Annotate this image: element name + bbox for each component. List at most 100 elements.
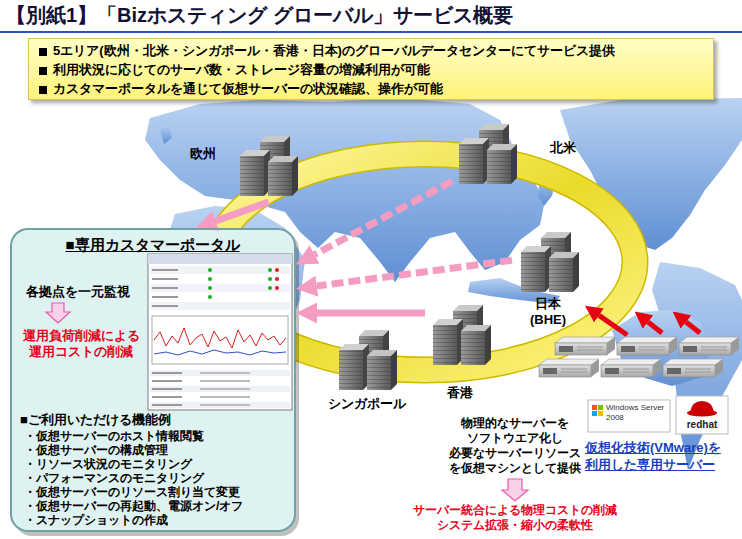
node-text: 香港 bbox=[425, 385, 495, 401]
continent bbox=[560, 98, 742, 250]
label-text: Windows Server 2008 bbox=[606, 403, 668, 423]
screen-row bbox=[150, 284, 290, 292]
os-flag bbox=[592, 405, 597, 410]
node-text: 欧州 bbox=[190, 146, 216, 162]
screen-row bbox=[150, 302, 290, 310]
screen-row bbox=[150, 266, 290, 274]
node-text: 仮想化技術(VMware)を 利用した専用サーバー bbox=[585, 439, 735, 473]
os-flag bbox=[592, 411, 597, 416]
screen-cell bbox=[200, 396, 250, 398]
text-holder: 利用状況に応じてのサーバ数・ストレージ容量の増減利用が可能 bbox=[53, 62, 430, 78]
node-text: 利用状況に応じてのサーバ数・ストレージ容量の増減利用が可能 bbox=[53, 62, 430, 78]
datacenter-site: シンガポール bbox=[325, 328, 412, 416]
text-holder: 北米 bbox=[550, 140, 576, 156]
status-dot bbox=[208, 277, 212, 281]
os-flag bbox=[598, 411, 603, 416]
text-holder: ・リソース状況のモニタリング bbox=[24, 457, 192, 471]
screen-cell bbox=[200, 388, 250, 390]
text-holder: 仮想化技術(VMware)を 利用した専用サーバー bbox=[585, 439, 735, 473]
server-building bbox=[459, 124, 517, 184]
label-text: サーバー統合による物理コストの削減 bbox=[405, 503, 625, 517]
continent bbox=[160, 124, 172, 144]
screen-row bbox=[150, 293, 290, 301]
text-holder: 各拠点を一元監視 bbox=[26, 284, 130, 300]
screen-cell bbox=[152, 380, 182, 382]
text-holder: 【別紙1】「Bizホスティング グローバル」サービス概要 bbox=[6, 3, 513, 27]
flow-arrow bbox=[216, 202, 269, 221]
screen-cell bbox=[152, 287, 178, 289]
status-dot bbox=[268, 286, 272, 290]
text-holder: ・仮想サーバーの再起動、電源オン/オフ bbox=[24, 499, 243, 513]
screen-row bbox=[150, 275, 290, 283]
screen-row bbox=[150, 402, 290, 408]
portal-panel: ■専用カスタマーポータル各拠点を一元監視運用負荷削減による運用コストの削減 ■ご利… bbox=[10, 228, 296, 532]
rack-server bbox=[601, 359, 661, 377]
text-holder: 欧州 bbox=[190, 146, 216, 162]
text-holder: システム拡張・縮小の柔軟性 bbox=[405, 518, 625, 532]
node-text: シンガポール bbox=[325, 396, 409, 412]
node-text: ・仮想サーバーのリソース割り当て変更 bbox=[24, 485, 240, 499]
chart-line bbox=[154, 350, 286, 355]
text-holder: サーバー統合による物理コストの削減 bbox=[405, 503, 625, 517]
text-holder: 日本 (BHE) bbox=[523, 296, 573, 328]
os-logo-box bbox=[588, 400, 670, 432]
screen-cell bbox=[152, 296, 178, 298]
screen-cell bbox=[152, 305, 178, 307]
status-dot bbox=[208, 295, 212, 299]
chart-line bbox=[154, 328, 286, 348]
status-dot bbox=[208, 286, 212, 290]
text-holder: ■専用カスタマーポータル bbox=[12, 236, 293, 255]
status-dot bbox=[268, 268, 272, 272]
node-text: ・リソース状況のモニタリング bbox=[24, 457, 192, 471]
text-holder: カスタマーポータルを通じて仮想サーバーの状況確認、操作が可能 bbox=[53, 81, 443, 97]
status-dot bbox=[275, 268, 279, 272]
screen-frame bbox=[148, 254, 292, 410]
text-holder: 運用負荷削減による運用コストの削減 bbox=[20, 328, 142, 360]
os-flag bbox=[598, 405, 603, 410]
node-text: ・仮想サーバーのホスト情報閲覧 bbox=[24, 429, 204, 443]
screen-row bbox=[150, 394, 290, 400]
screen-cell bbox=[152, 278, 178, 280]
server-building bbox=[339, 330, 397, 390]
screen-cell bbox=[152, 396, 182, 398]
screen-chart bbox=[152, 316, 288, 364]
screen-cell bbox=[200, 380, 250, 382]
server-building bbox=[240, 136, 298, 196]
portal-screenshot bbox=[148, 254, 292, 410]
screen-cell bbox=[152, 388, 182, 390]
rack-server bbox=[555, 337, 615, 355]
panel-ground bbox=[10, 228, 295, 532]
server-building bbox=[521, 232, 579, 292]
text-holder: 香港 bbox=[425, 385, 495, 401]
node-text: カスタマーポータルを通じて仮想サーバーの状況確認、操作が可能 bbox=[53, 81, 443, 97]
label-text: redhat bbox=[676, 419, 728, 432]
screen-row bbox=[150, 386, 290, 392]
red-arrow bbox=[686, 322, 700, 333]
node-text: ・パフォーマンスのモニタリング bbox=[24, 471, 204, 485]
text-holder: Windows Server 2008 bbox=[606, 403, 668, 423]
text-holder: 物理的なサーバーを ソフトウエア化し 必要なサーバーリソース を仮想マシンとして… bbox=[440, 416, 590, 476]
text-holder: シンガポール bbox=[325, 396, 409, 412]
node-text: ・仮想サーバーの構成管理 bbox=[24, 443, 168, 457]
text-holder: ・仮想サーバーのホスト情報閲覧 bbox=[24, 429, 204, 443]
flow-arrow bbox=[317, 260, 512, 286]
text-holder: ■ご利用いただける機能例 bbox=[20, 412, 171, 428]
node-text: 各拠点を一元監視 bbox=[26, 284, 130, 300]
node-text: ■ご利用いただける機能例 bbox=[20, 412, 171, 428]
info-box: 5エリア(欧州・北米・シンガポール・香港・日本)のグローバルデータセンターにてサ… bbox=[28, 38, 714, 100]
status-dot bbox=[275, 286, 279, 290]
bullet-square bbox=[39, 48, 47, 56]
text-holder: ・スナップショットの作成 bbox=[24, 513, 168, 527]
bullet-square bbox=[39, 86, 47, 94]
screen-row bbox=[150, 370, 290, 376]
node-text: 日本 (BHE) bbox=[523, 296, 573, 328]
server-building bbox=[433, 305, 491, 365]
node-text: 5エリア(欧州・北米・シンガポール・香港・日本)のグローバルデータセンターにてサ… bbox=[53, 43, 615, 59]
node-text: 北米 bbox=[550, 140, 576, 156]
title-text: 【別紙1】「Bizホスティング グローバル」サービス概要 bbox=[6, 3, 513, 27]
node-text: ・仮想サーバーの再起動、電源オン/オフ bbox=[24, 499, 243, 513]
text-holder: ・仮想サーバーの構成管理 bbox=[24, 443, 168, 457]
screen-header bbox=[148, 254, 292, 264]
datacenter-site: 香港 bbox=[425, 305, 498, 405]
